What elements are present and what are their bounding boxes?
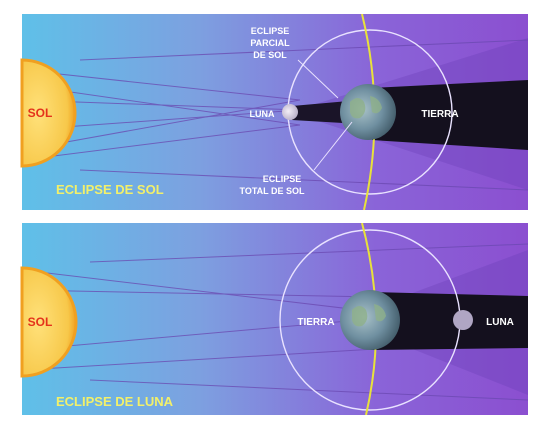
partial-eclipse-label-line1: ECLIPSE: [251, 26, 290, 36]
earth-label: TIERRA: [421, 109, 458, 120]
earth-shadow: [372, 80, 528, 150]
sun: [20, 58, 77, 168]
moon-label: LUNA: [250, 109, 275, 119]
sun-label: SOL: [28, 106, 53, 120]
moon-label: LUNA: [486, 317, 514, 328]
total-leader-line: [313, 121, 353, 171]
total-eclipse-label-line2: TOTAL DE SOL: [239, 186, 305, 196]
moon: [282, 104, 298, 120]
panel-caption: ECLIPSE DE SOL: [56, 182, 164, 197]
partial-leader-line: [297, 59, 339, 99]
lunar-eclipse-panel: SOL TIERRA LUNA ECLIPSE DE LUNA: [20, 223, 528, 415]
panel-caption: ECLIPSE DE LUNA: [56, 394, 174, 409]
earth-continents: [352, 304, 386, 327]
partial-eclipse-label-line2: PARCIAL: [250, 38, 290, 48]
earth: [340, 84, 396, 140]
solar-eclipse-panel: SOL LUNA TIERRA ECLIPSE PARCIAL DE SOL E…: [20, 14, 528, 210]
sun: [20, 266, 78, 378]
partial-eclipse-label-line3: DE SOL: [253, 50, 287, 60]
earth-continents: [350, 96, 382, 119]
earth: [340, 290, 400, 350]
sun-label: SOL: [28, 315, 53, 329]
total-eclipse-label-line1: ECLIPSE: [263, 174, 302, 184]
earth-label: TIERRA: [297, 317, 334, 328]
moon: [453, 310, 473, 330]
earth-umbra: [370, 292, 528, 350]
